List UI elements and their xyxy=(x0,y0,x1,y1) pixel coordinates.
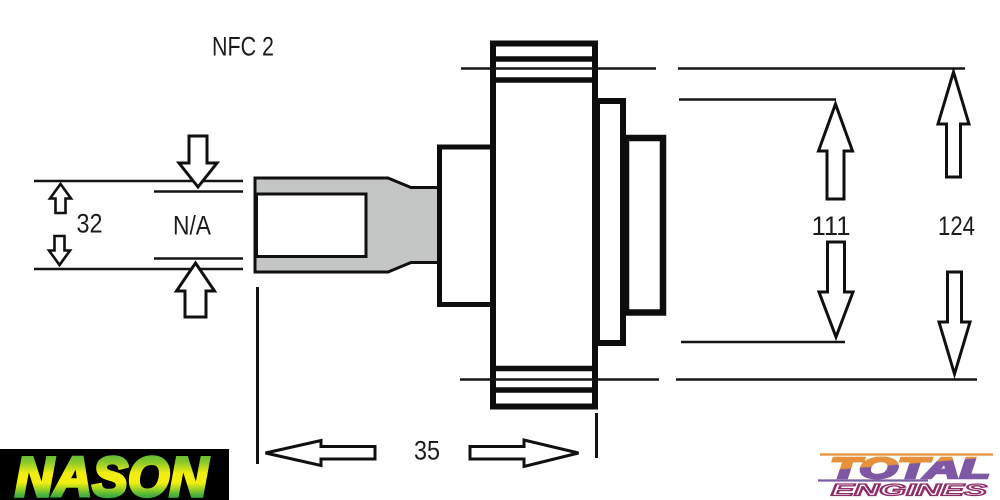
svg-text:111: 111 xyxy=(812,211,851,241)
svg-text:124: 124 xyxy=(938,211,975,241)
svg-text:N/A: N/A xyxy=(173,211,211,241)
svg-text:ENGINES: ENGINES xyxy=(831,482,987,500)
svg-text:32: 32 xyxy=(77,209,103,239)
svg-text:35: 35 xyxy=(414,436,440,466)
svg-text:NFC 2: NFC 2 xyxy=(212,32,274,62)
svg-text:NASON: NASON xyxy=(15,445,209,500)
